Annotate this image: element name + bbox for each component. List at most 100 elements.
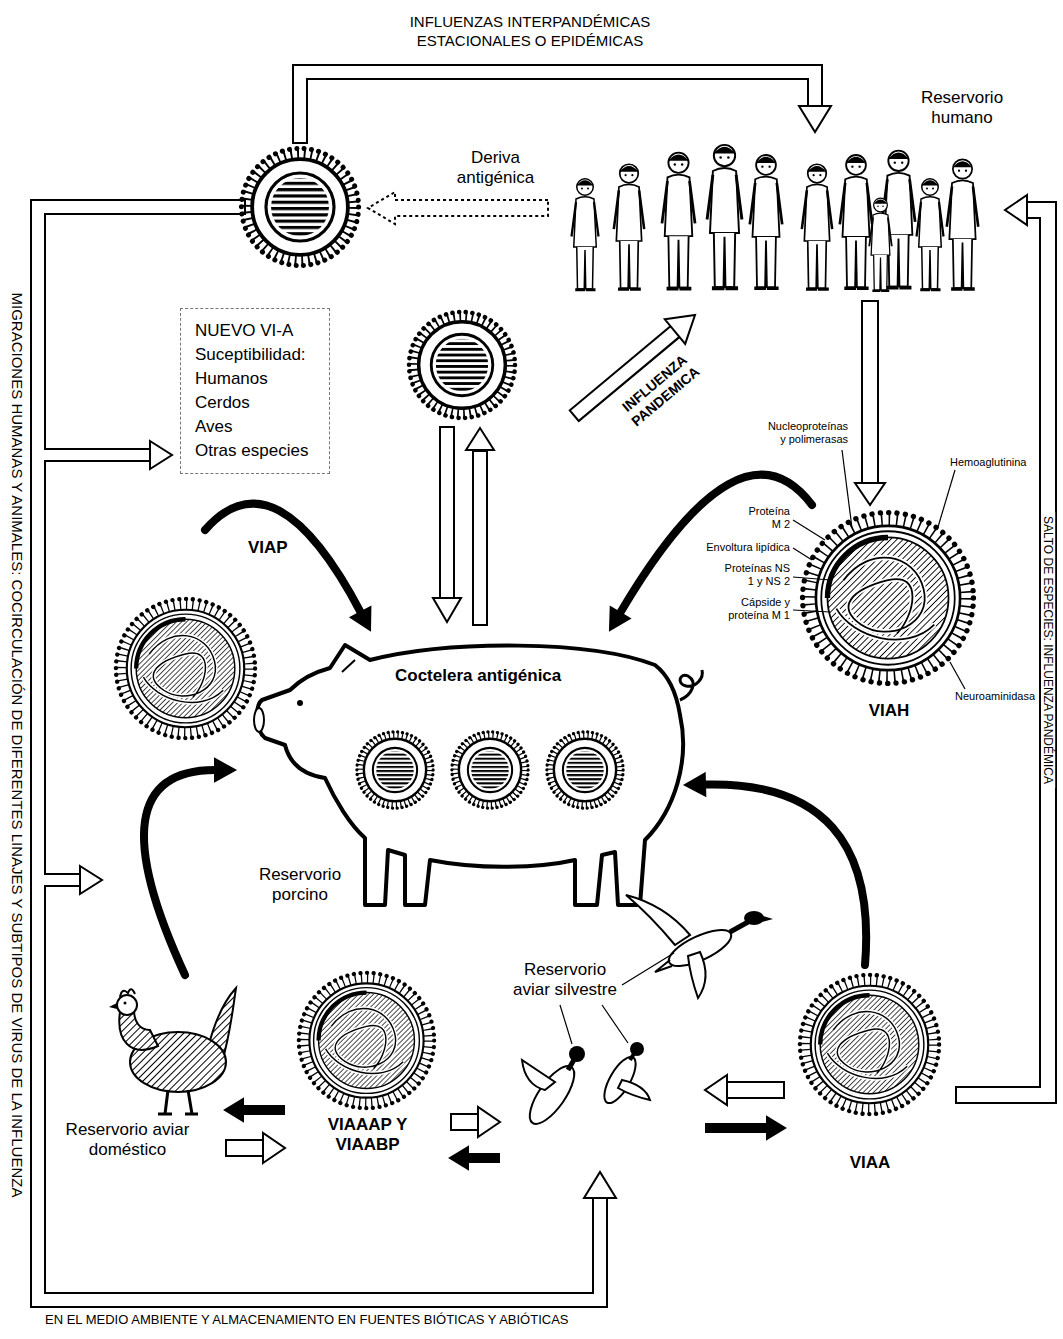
arrow-head bbox=[351, 607, 371, 630]
arrow-connector bbox=[225, 1099, 285, 1121]
susceptibility-text: Aves bbox=[195, 415, 315, 439]
virus-node: VIAP bbox=[110, 530, 295, 750]
arrow-shaft-outline bbox=[861, 300, 879, 483]
bracket-caption: MIGRACIONES HUMANAS Y ANIMALES: COCIRCUL… bbox=[8, 293, 26, 1198]
pig-illustration bbox=[357, 732, 433, 808]
exchange-arrows bbox=[472, 450, 488, 626]
curved-arrow-shaft bbox=[620, 475, 812, 613]
arrow-shaft-outline bbox=[225, 1139, 263, 1157]
new-virus-box: NUEVO VI-ASuceptibilidad:HumanosCerdosAv… bbox=[180, 308, 330, 474]
hollow-bracket-arrows bbox=[300, 72, 815, 144]
chicken-illustration bbox=[158, 1090, 198, 1114]
arrow-connector bbox=[955, 195, 1048, 1095]
arrow-head bbox=[1005, 195, 1027, 225]
virus-name: VIAP bbox=[248, 538, 288, 558]
virus-name: VIAA bbox=[785, 1153, 955, 1173]
arrow-connector bbox=[685, 774, 866, 966]
wild-bird-illustration bbox=[730, 922, 748, 932]
virus-node: VIAAAP Y VIAABP bbox=[285, 965, 450, 1170]
reservoir-label: Reservorio aviar doméstico bbox=[65, 1120, 190, 1161]
arrow-head bbox=[263, 1133, 285, 1163]
wild-bird-illustration bbox=[744, 911, 764, 925]
chicken-illustration bbox=[117, 995, 137, 1015]
exchange-arrows bbox=[441, 428, 453, 600]
arrow-caption: INFLUENZA PANDEMICA bbox=[614, 348, 706, 433]
domestic-bird-reservoir: Reservorio aviar doméstico bbox=[60, 975, 225, 1165]
human-figures bbox=[707, 145, 742, 288]
part-name: Hemoaglutinina bbox=[950, 456, 1026, 469]
arrow-head bbox=[610, 607, 630, 630]
arrow-connector bbox=[450, 1147, 500, 1169]
human-figures bbox=[917, 179, 944, 290]
human-figures bbox=[572, 179, 599, 290]
arrow-shaft-fill bbox=[452, 1115, 478, 1129]
virus-part-leaders bbox=[793, 450, 965, 689]
human-figures bbox=[662, 153, 695, 289]
arrow-connector bbox=[705, 1075, 785, 1105]
susceptibility-text: Humanos bbox=[195, 367, 315, 391]
arrow-connector bbox=[144, 759, 235, 975]
wild-bird-reservoir: Reservorio aviar silvestre bbox=[500, 960, 705, 1165]
virus-part-leaders bbox=[842, 450, 852, 528]
susceptibility-text: Otras especies bbox=[195, 439, 315, 463]
arrow-caption: Deriva antigénica bbox=[448, 148, 543, 189]
arrow-connector bbox=[610, 475, 812, 630]
wild-bird-illustration bbox=[762, 916, 773, 922]
part-name: Nucleoproteínas y polimerasas bbox=[762, 420, 848, 446]
hollow-bracket-arrows bbox=[584, 1172, 616, 1198]
wild-bird-illustration bbox=[630, 1042, 644, 1056]
arrow-connector bbox=[855, 300, 885, 505]
hollow-bracket-arrows bbox=[799, 106, 831, 132]
wild-bird-illustration bbox=[598, 1052, 641, 1107]
exchange-arrows bbox=[466, 428, 494, 450]
curved-arrow-shaft bbox=[205, 504, 361, 613]
arrow-connector bbox=[205, 504, 370, 630]
chicken-illustration bbox=[109, 988, 236, 1114]
part-name: Proteína M 2 bbox=[740, 505, 790, 531]
part-name: Envoltura lipídica bbox=[690, 541, 790, 554]
human-figures bbox=[802, 164, 832, 289]
virus-part-leaders bbox=[793, 610, 830, 612]
arrow-shaft-fill bbox=[957, 210, 1048, 1095]
chicken-illustration bbox=[109, 1003, 117, 1009]
poultry-virus bbox=[299, 973, 434, 1108]
human-figures bbox=[869, 198, 892, 291]
hollow-bracket-arrows bbox=[38, 450, 152, 460]
chicken-illustration bbox=[119, 1010, 158, 1050]
arrow-head bbox=[215, 759, 235, 781]
reservoir-label: Reservorio humano bbox=[919, 88, 1005, 129]
pig-illustration bbox=[452, 732, 528, 808]
virus-name: VIAAAP Y VIAABP bbox=[320, 1115, 415, 1156]
hollow-bracket-arrows bbox=[300, 72, 815, 142]
arrow-head bbox=[855, 483, 885, 505]
arrow-shaft-outline bbox=[955, 210, 1048, 1095]
pig-illustration bbox=[297, 700, 303, 706]
curved-arrow-shaft bbox=[144, 770, 215, 975]
exchange-arrows bbox=[433, 426, 494, 626]
part-name: Neuroaminidasa bbox=[955, 690, 1035, 703]
arrow-shaft bbox=[705, 1123, 767, 1133]
virus-part-leaders bbox=[950, 662, 965, 689]
pig-illustration bbox=[254, 708, 264, 732]
bracket-caption: EN EL MEDIO AMBIENTE Y ALMACENAMIENTO EN… bbox=[45, 1312, 569, 1328]
edge-label: SALTO DE ESPECIES: INFLUENZA PANDÉMICA bbox=[1041, 512, 1055, 788]
hollow-bracket-arrows bbox=[150, 441, 172, 469]
wild-bird-illustration bbox=[688, 952, 706, 998]
reservoir-label: Reservorio porcino bbox=[245, 865, 355, 906]
arrow-shaft-fill bbox=[227, 1141, 263, 1155]
susceptibility-text: NUEVO VI-A bbox=[195, 319, 315, 343]
part-name: Cápside y proteína M 1 bbox=[718, 596, 790, 622]
susceptibility-text: Cerdos bbox=[195, 391, 315, 415]
arrow-head bbox=[450, 1147, 468, 1169]
virus-part-leaders bbox=[793, 548, 812, 560]
drift-arrow bbox=[368, 192, 548, 224]
arrow-connector bbox=[705, 1117, 785, 1139]
part-name: Proteínas NS 1 y NS 2 bbox=[718, 562, 790, 588]
pandemic-arrow bbox=[665, 315, 695, 344]
arrow-shaft-fill bbox=[863, 302, 877, 483]
wild-bird-illustration bbox=[655, 960, 672, 972]
human-figures bbox=[947, 159, 979, 289]
new-virus bbox=[409, 312, 515, 418]
arrow-head bbox=[685, 774, 705, 796]
arrow-head bbox=[478, 1107, 500, 1137]
